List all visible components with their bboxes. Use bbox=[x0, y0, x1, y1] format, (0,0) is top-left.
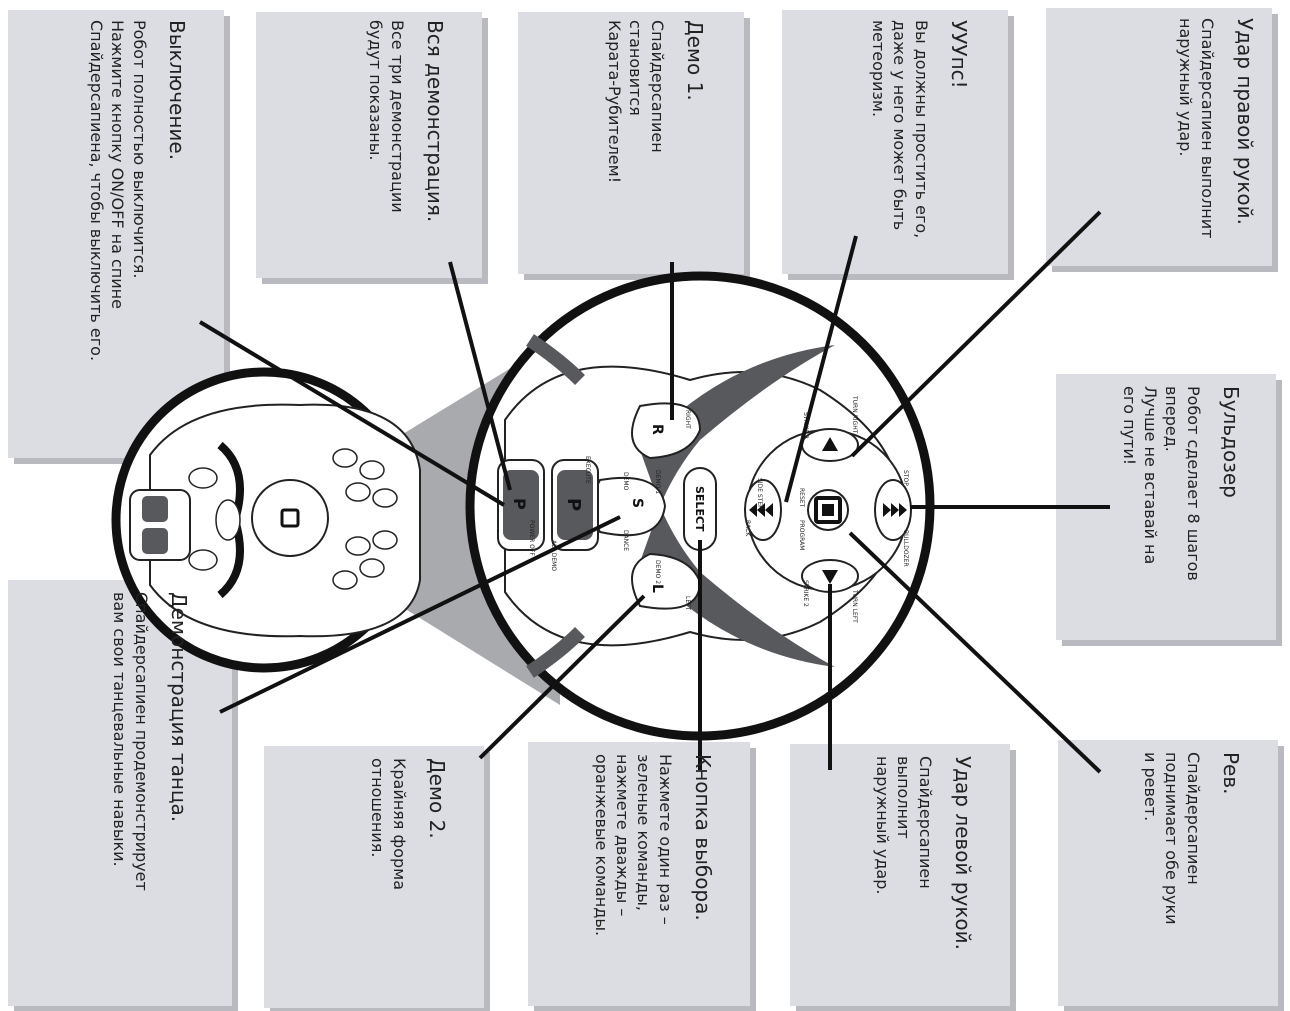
pointer-right-punch bbox=[850, 210, 1102, 458]
callout-bulldozer-title: Бульдозер bbox=[1219, 386, 1243, 498]
label-stop: STOP bbox=[902, 470, 909, 486]
button-l[interactable] bbox=[631, 552, 702, 610]
label-dance: DANCE bbox=[622, 530, 629, 551]
callout-box-oops bbox=[782, 10, 1008, 274]
pointer-all-demo bbox=[448, 261, 512, 491]
callout-all-demo-title: Вся демонстрация. bbox=[423, 20, 447, 223]
button-r[interactable] bbox=[631, 402, 702, 460]
callout-dance-title: Демонстрация танца. bbox=[167, 592, 191, 823]
label-power-off: POWER OFF bbox=[528, 520, 535, 556]
callout-dance: Демонстрация танца. Спайдерсапиен продем… bbox=[109, 592, 192, 1002]
button-l-label: L bbox=[649, 584, 665, 593]
pointer-off bbox=[198, 320, 506, 507]
label-demo: DEMO bbox=[622, 472, 629, 491]
callout-demo1: Демо 1. Спайдерсапиен становится Карата-… bbox=[604, 20, 708, 270]
pointer-dance bbox=[219, 515, 621, 714]
callout-oops-title: УУУпс! bbox=[947, 20, 971, 89]
label-turn-left: TURN LEFT bbox=[851, 589, 858, 623]
callout-left-punch: Удар левой рукой. Спайдерсапиен выполнит… bbox=[872, 756, 976, 1006]
callout-box-roar bbox=[1058, 740, 1278, 1006]
small-remote bbox=[111, 367, 421, 673]
callout-oops: УУУпс! Вы должны простить его, даже у не… bbox=[868, 20, 972, 270]
label-side-step: SIDE STEP bbox=[756, 478, 763, 509]
label-demo2: DEMO 2 bbox=[654, 560, 661, 584]
callout-demo1-text: Спайдерсапиен становится Карата-Рубителе… bbox=[605, 20, 667, 184]
button-p2-label: P bbox=[510, 498, 529, 510]
pointer-lines bbox=[198, 210, 1110, 774]
callout-roar-text: Спайдерсапиен поднимает обе руки и ревет… bbox=[1141, 752, 1203, 925]
callout-demo2-text: Крайняя форма отношения. bbox=[368, 758, 409, 891]
pointer-oops bbox=[784, 235, 858, 503]
label-demo1: DEMO 1 bbox=[654, 470, 661, 494]
callout-bulldozer-text: Робот сделает 8 шагов вперед. Лучше не в… bbox=[1120, 386, 1203, 581]
label-bulldozer: BULLDOZER bbox=[902, 530, 909, 567]
pointer-roar bbox=[848, 531, 1102, 774]
label-all-demo: ALL DEMO bbox=[550, 540, 557, 571]
label-right: RIGHT bbox=[684, 410, 691, 429]
callout-all-demo: Вся демонстрация. Все три демонстрации б… bbox=[365, 20, 448, 270]
callout-box-right-punch bbox=[1046, 8, 1272, 266]
callout-select-title: Кнопка выбора. bbox=[691, 754, 715, 921]
callout-demo1-title: Демо 1. bbox=[683, 20, 707, 101]
callout-roar-title: Рев. bbox=[1219, 752, 1243, 795]
button-s-label: S bbox=[629, 498, 645, 508]
label-execute: EXECUTE bbox=[584, 456, 591, 484]
callout-all-demo-text: Все три демонстрации будут показаны. bbox=[366, 20, 407, 213]
button-p-label: P bbox=[563, 498, 584, 511]
callout-right-punch-title: Удар правой рукой. bbox=[1233, 18, 1257, 225]
callout-box-demo2 bbox=[264, 746, 484, 1008]
callout-box-left-punch bbox=[790, 744, 1010, 1006]
callout-demo2: Демо 2. Крайняя форма отношения. bbox=[367, 758, 450, 998]
callout-select: Кнопка выбора. Нажмете один раз – зелены… bbox=[591, 754, 716, 1004]
callout-right-punch: Удар правой рукой. Спайдерсапиен выполни… bbox=[1175, 18, 1258, 258]
callout-box-select bbox=[528, 742, 750, 1006]
callout-box-demo1 bbox=[518, 12, 744, 274]
callout-right-punch-text: Спайдерсапиен выполнит наружный удар. bbox=[1176, 18, 1217, 239]
label-strike2: STRIKE 2 bbox=[802, 580, 809, 607]
callout-oops-text: Вы должны простить его, даже у него може… bbox=[869, 20, 931, 239]
button-select-label: SELECT bbox=[693, 486, 706, 532]
callout-box-off bbox=[8, 10, 224, 458]
callout-left-punch-text: Спайдерсапиен выполнит наружный удар. bbox=[873, 756, 935, 895]
callout-roar: Рев. Спайдерсапиен поднимает обе руки и … bbox=[1140, 752, 1244, 1002]
callout-off: Выключение. Робот полностью выключится. … bbox=[86, 20, 190, 450]
callout-left-punch-title: Удар левой рукой. bbox=[951, 756, 975, 950]
pointer-demo2 bbox=[478, 594, 646, 760]
callout-demo2-title: Демо 2. bbox=[425, 758, 449, 839]
label-left: LEFT bbox=[684, 596, 691, 610]
label-back: BACK bbox=[744, 520, 751, 537]
callout-dance-text: Спайдерсапиен продемонстрирует вам свои … bbox=[110, 592, 151, 891]
label-program: PROGRAM bbox=[798, 520, 805, 550]
callout-box-all-demo bbox=[256, 12, 482, 278]
callout-off-text: Робот полностью выключится. Нажмите кноп… bbox=[87, 20, 149, 362]
callout-select-text: Нажмете один раз – зеленые команды, нажм… bbox=[592, 754, 675, 937]
callout-bulldozer: Бульдозер Робот сделает 8 шагов вперед. … bbox=[1119, 386, 1244, 636]
label-turn-right: TURN RIGHT bbox=[851, 395, 858, 434]
label-reset: RESET bbox=[798, 488, 805, 508]
button-r-label: R bbox=[649, 424, 665, 435]
callout-off-title: Выключение. bbox=[165, 20, 189, 161]
